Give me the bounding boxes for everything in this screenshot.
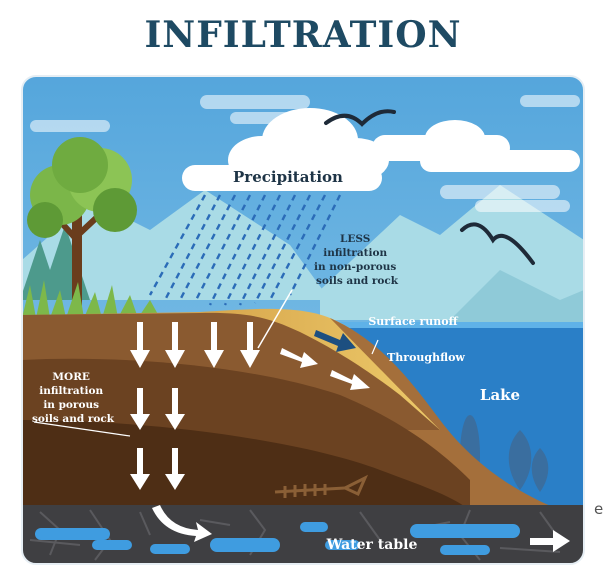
infiltration-arrows xyxy=(130,322,570,552)
grass xyxy=(22,280,160,318)
fossil-icon xyxy=(274,474,369,498)
less-infiltration-label: LESS infiltration in non-porous soils an… xyxy=(314,233,400,287)
lake-surface xyxy=(300,322,584,328)
arrow-down-icon xyxy=(130,322,150,368)
more-infiltration-label: MORE infiltration in porous soils and ro… xyxy=(32,371,115,425)
arrow-down-icon xyxy=(165,388,185,430)
cloud-right xyxy=(372,120,580,172)
diagram-title: INFILTRATION xyxy=(144,14,462,56)
bird-icon xyxy=(460,222,535,265)
arrow-down-icon xyxy=(240,322,260,368)
pointer-line xyxy=(371,339,379,355)
arrow-down-icon xyxy=(130,388,150,430)
arrow-down-icon xyxy=(204,322,224,368)
arrow-down-icon xyxy=(130,448,150,490)
water-table-label: Water table xyxy=(326,537,418,553)
throughflow-label: Throughflow xyxy=(387,351,465,364)
tree-trunk xyxy=(72,210,82,310)
surface-runoff-arrow-icon xyxy=(314,330,356,352)
curved-arrow-icon xyxy=(152,505,212,542)
tree-crown xyxy=(27,137,137,238)
throughflow-arrow-icon xyxy=(330,370,370,390)
throughflow-arrow-icon xyxy=(280,348,318,368)
lake-label: Lake xyxy=(480,386,520,404)
pointer-line xyxy=(33,421,131,437)
arrow-down-icon xyxy=(165,322,185,368)
rain xyxy=(148,194,342,306)
bird-icon xyxy=(324,109,396,127)
cloud-faint xyxy=(30,95,580,212)
deep-soil-layer xyxy=(22,420,470,510)
flow-arrow-icon xyxy=(530,530,570,552)
edge-glyph: e xyxy=(594,500,604,518)
arrow-down-icon xyxy=(165,448,185,490)
pointer-line xyxy=(257,289,293,349)
precipitation-label: Precipitation xyxy=(233,168,343,186)
groundwater xyxy=(35,522,520,555)
surface-runoff-label: Surface runoff xyxy=(368,315,458,328)
